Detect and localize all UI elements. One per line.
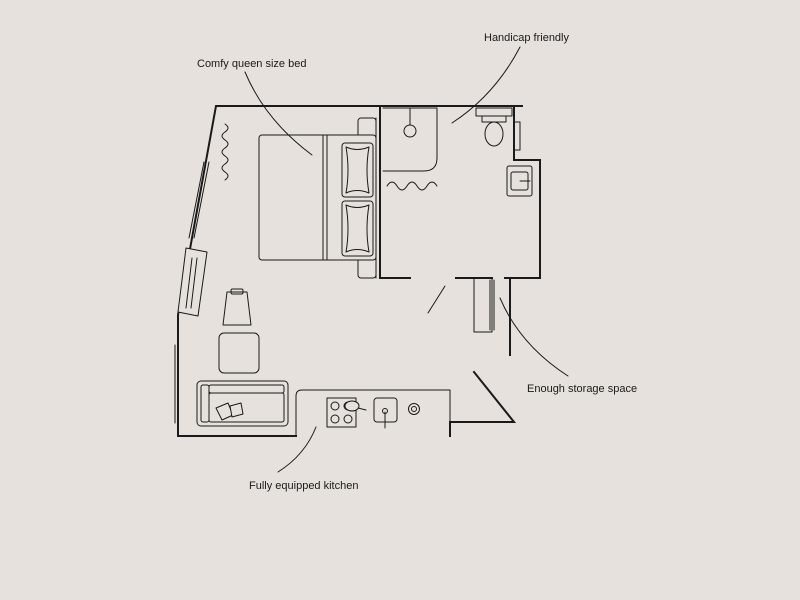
annotation-bed: Comfy queen size bed	[197, 58, 307, 70]
wardrobe	[473, 277, 495, 333]
doors	[427, 285, 446, 314]
curtain	[221, 123, 229, 181]
annotation-storage: Enough storage space	[527, 383, 638, 395]
shower-curtain	[386, 181, 438, 191]
bathroom-fixtures	[382, 107, 533, 197]
sofa	[196, 380, 289, 427]
bed	[258, 117, 377, 279]
kitchen-counter	[295, 389, 451, 437]
armchair	[222, 288, 252, 326]
leader-lines	[244, 46, 569, 473]
annotation-kitchen: Fully equipped kitchen	[249, 480, 359, 492]
windows	[174, 161, 210, 424]
annotation-handicap-friendly: Handicap friendly	[484, 32, 569, 44]
ottoman	[218, 332, 260, 374]
bathroom-walls	[375, 105, 493, 279]
